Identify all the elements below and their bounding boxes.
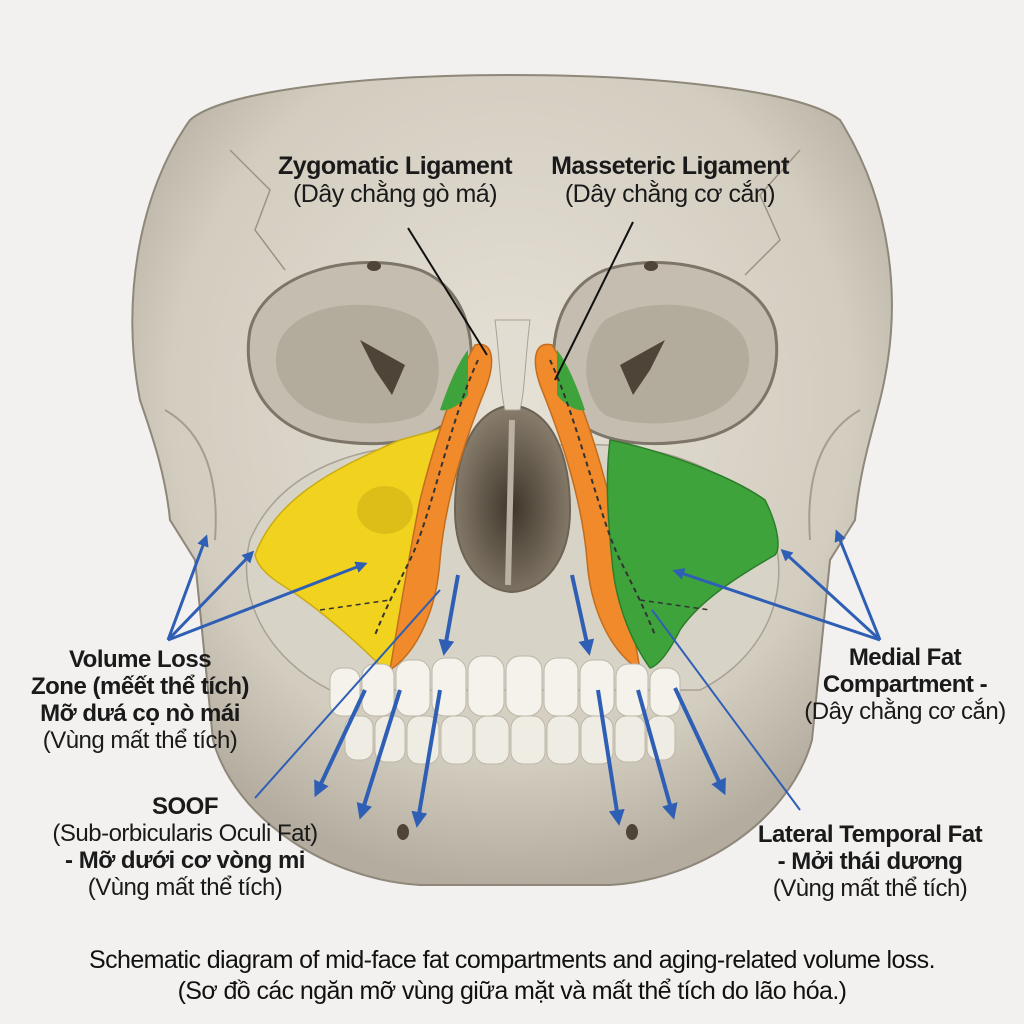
- caption-line1: Schematic diagram of mid-face fat compar…: [89, 946, 935, 974]
- dashed-line-left: [374, 359, 479, 636]
- green-fat-compartment: [606, 439, 779, 669]
- arrow: [596, 689, 625, 826]
- sagging-arrows: [314, 574, 726, 828]
- volume-loss-line3: Mỡ dưá cọ nò mái: [40, 699, 240, 727]
- medial-fat-label: Medial Fat Compartment - (Dây chằng cơ c…: [790, 644, 1020, 726]
- suture-left: [229, 149, 286, 271]
- tooth: [505, 655, 543, 717]
- volume-loss-line1: Volume Loss: [68, 646, 212, 673]
- arrow: [834, 529, 882, 641]
- masseteric-ligament-subtitle: (Dây chằng cơ cắn): [564, 180, 776, 208]
- green-orbit-accent-left: [440, 350, 468, 411]
- nasal-septum: [505, 419, 515, 586]
- soof-line1: SOOF: [151, 793, 219, 820]
- tooth: [395, 659, 431, 717]
- tooth: [614, 715, 646, 763]
- lateral-pointer: [651, 609, 801, 811]
- zygomatic-ligament-label: Zygomatic Ligament (Dây chằng gò má): [250, 152, 540, 208]
- lateral-temporal-label: Lateral Temporal Fat - Mởi thái dương (V…: [735, 821, 1005, 903]
- orange-fat-left: [388, 343, 493, 672]
- lateral-temporal-line3: (Vùng mất thể tích): [772, 874, 968, 902]
- tooth: [510, 715, 546, 765]
- volume-loss-line4: (Vùng mất thể tích): [42, 726, 238, 754]
- left-orbit-fissure: [360, 340, 405, 395]
- tooth: [546, 715, 580, 765]
- figure-caption: Schematic diagram of mid-face fat compar…: [0, 945, 1024, 1006]
- soof-line3: - Mỡ dưới cơ vòng mi: [65, 846, 305, 874]
- lateral-temporal-line1: Lateral Temporal Fat: [757, 821, 983, 848]
- arrow: [166, 550, 255, 642]
- medial-fat-line2: Compartment -: [822, 670, 988, 698]
- masseteric-ligament-title: Masseteric Ligament: [551, 152, 789, 180]
- mental-foramen-left: [397, 824, 409, 840]
- arrow: [356, 689, 402, 820]
- left-orbit-inner: [275, 304, 439, 424]
- yellow-fat-highlight: [357, 486, 413, 534]
- arrow: [780, 548, 882, 642]
- arrow: [411, 689, 442, 828]
- tooth: [344, 715, 374, 761]
- zygomatic-pointer: [407, 227, 488, 356]
- right-orbit-fissure: [620, 340, 665, 395]
- masseteric-ligament-label: Masseteric Ligament (Dây chằng cơ cắn): [530, 152, 810, 208]
- zygomatic-ligament-title: Zygomatic Ligament: [277, 152, 513, 180]
- supraorbital-foramen-left: [367, 261, 381, 271]
- suture-right: [744, 149, 801, 276]
- arrow: [167, 561, 368, 642]
- dashed-line-right: [549, 359, 656, 636]
- orange-fat-right: [534, 343, 642, 672]
- lower-teeth: [344, 715, 676, 765]
- arrow: [672, 568, 881, 642]
- volume-loss-label: Volume Loss Zone (mếết thể tích) Mỡ dưá …: [10, 646, 270, 755]
- temple-left: [164, 409, 217, 541]
- tooth: [543, 657, 579, 717]
- right-orbit-inner: [586, 304, 750, 424]
- soof-pointer: [254, 589, 441, 799]
- zygomatic-ligament-subtitle: (Dây chằng gò má): [292, 180, 498, 208]
- temple-right: [808, 409, 861, 541]
- soof-label: SOOF (Sub-orbicularis Oculi Fat) - Mỡ dư…: [30, 793, 340, 902]
- tooth: [440, 715, 474, 765]
- lateral-temporal-line2: - Mởi thái dương: [777, 847, 963, 875]
- arrow: [166, 534, 209, 641]
- tooth: [474, 715, 510, 765]
- supraorbital-foramen-right: [644, 261, 658, 271]
- nasal-bridge: [494, 319, 531, 411]
- caption-line2: (Sơ đồ các ngăn mỡ vùng giữa mặt và mất …: [177, 976, 847, 1005]
- medial-fat-arrows: [672, 529, 882, 642]
- dashed-cross-right: [639, 599, 711, 611]
- soof-line2: (Sub-orbicularis Oculi Fat): [52, 819, 318, 847]
- arrow: [438, 574, 460, 656]
- medial-fat-line1: Medial Fat: [848, 644, 962, 671]
- soof-line4: (Vùng mất thể tích): [87, 873, 283, 901]
- arrow: [636, 689, 678, 820]
- volume-loss-line2: Zone (mếết thể tích): [30, 672, 250, 700]
- masseteric-pointer: [554, 221, 634, 381]
- tooth: [431, 657, 467, 717]
- arrow: [673, 687, 726, 796]
- arrow: [570, 574, 595, 656]
- mental-foramen-right: [626, 824, 638, 840]
- arrow: [314, 689, 367, 798]
- tooth: [361, 663, 395, 717]
- dashed-cross-left: [319, 599, 391, 611]
- tooth: [579, 659, 615, 717]
- tooth: [467, 655, 505, 717]
- medial-fat-line3: (Dây chằng cơ cắn): [804, 697, 1006, 725]
- volume-loss-arrows: [166, 534, 368, 642]
